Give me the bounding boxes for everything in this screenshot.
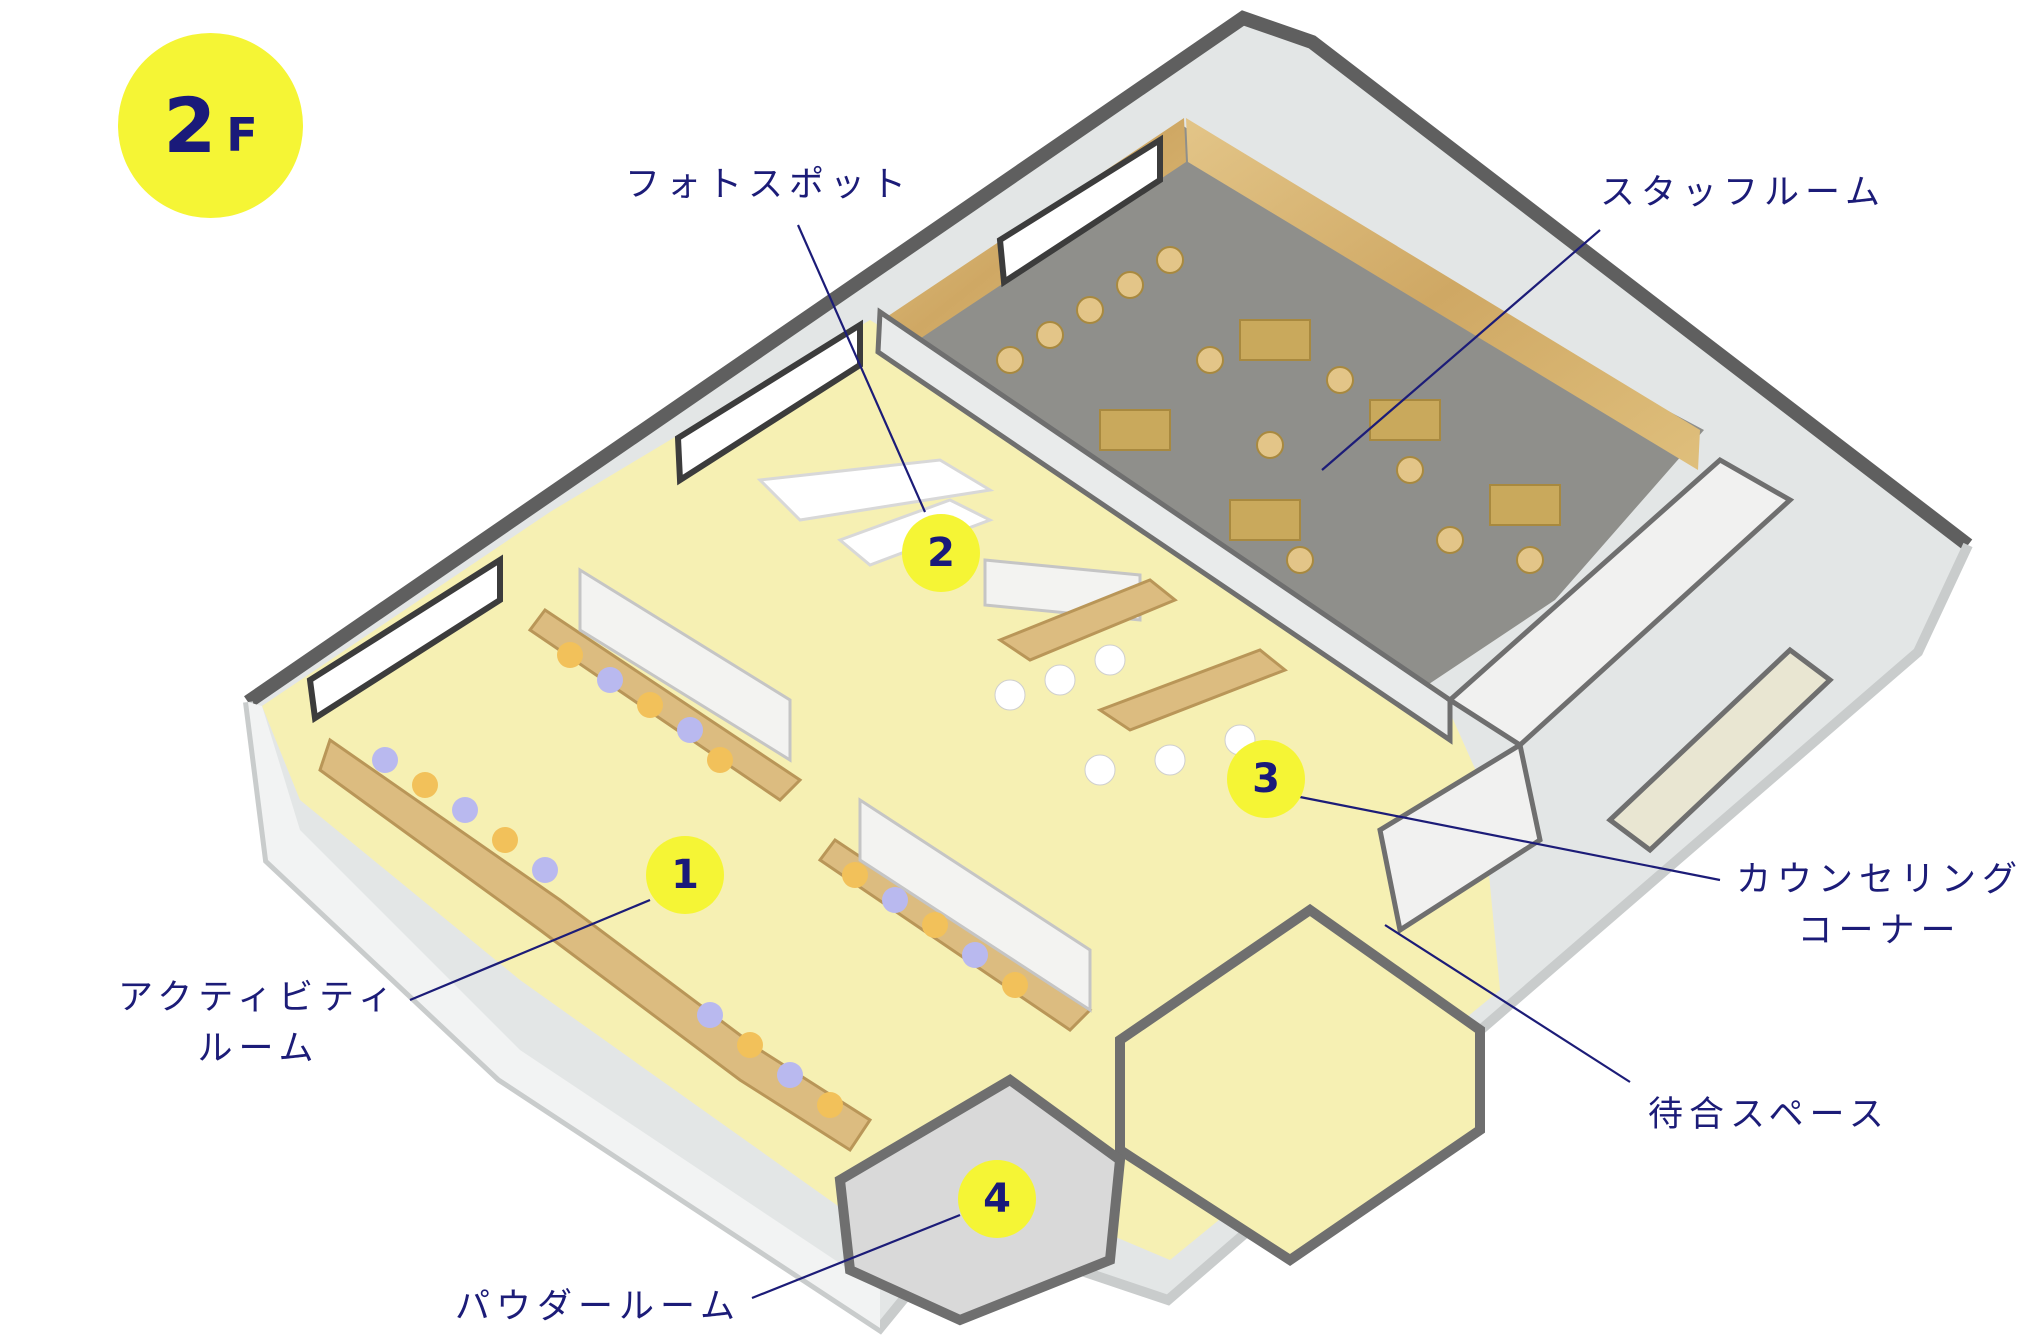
label-activity-line1: アクティビティ [118, 978, 400, 1018]
label-staff-line1: スタッフルーム [1600, 173, 1886, 213]
staff-room-floor [900, 125, 1704, 690]
label-photo-spot: フォトスポット [625, 160, 912, 211]
label-waiting-space: 待合スペース [1648, 1090, 1890, 1141]
counseling-furniture [994, 578, 1288, 786]
marker-2: 2 [902, 514, 980, 592]
staff-room-wood-wall-right [1186, 118, 1700, 470]
label-powder-room: パウダールーム [455, 1282, 741, 1333]
floor-unit: F [226, 107, 258, 162]
outer-wall-face [248, 702, 880, 1328]
label-counseling-corner: カウンセリング コーナー [1736, 855, 2023, 957]
outer-wall-north [244, 10, 1973, 708]
marker-1: 1 [646, 836, 724, 914]
waiting-room-box [1115, 903, 1485, 1267]
side-rooms [1377, 456, 1834, 935]
label-activity-room: アクティビティ ルーム [118, 973, 399, 1075]
label-staff-room: スタッフルーム [1600, 168, 1886, 219]
marker-3: 3 [1227, 740, 1305, 818]
staff-room-furniture [996, 246, 1561, 574]
label-counseling-line2: コーナー [1797, 910, 1962, 951]
floor-badge: 2 F [118, 33, 303, 218]
partition-wall-staff [875, 307, 1453, 745]
label-counseling-line1: カウンセリング [1736, 860, 2024, 900]
label-photo-line1: フォトスポット [625, 165, 913, 205]
label-powder-line1: パウダールーム [455, 1287, 741, 1327]
desk-partitions [578, 558, 1142, 1013]
leader-lines [409, 224, 1721, 1300]
stools [372, 642, 1028, 1118]
marker-4: 4 [958, 1160, 1036, 1238]
floor-number: 2 [163, 80, 217, 170]
label-waiting-line1: 待合スペース [1648, 1095, 1890, 1135]
label-activity-line2: ルーム [197, 1028, 320, 1069]
